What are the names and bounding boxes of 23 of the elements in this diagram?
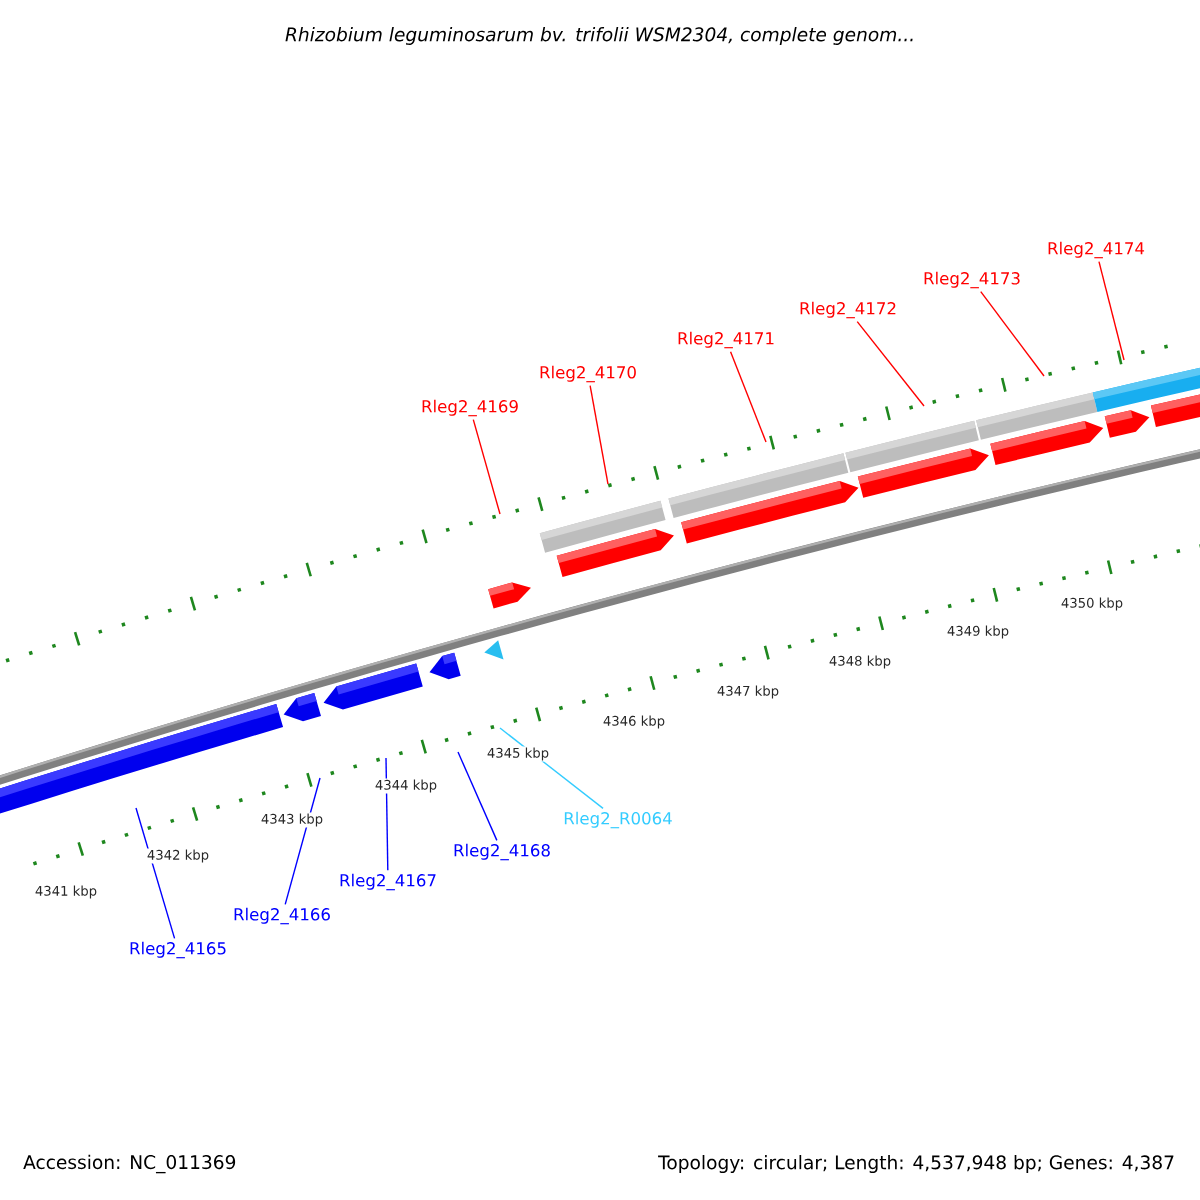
genome-info-text: Topology: circular; Length: 4,537,948 bp; Genes: 4,387	[658, 1155, 1174, 1173]
accession-text: Accession: NC_011369	[23, 1154, 236, 1174]
gene-label: Rleg2_4172	[800, 301, 896, 319]
leader-line	[284, 777, 321, 906]
leader-line	[980, 290, 1045, 377]
gene-label: Rleg2_4168	[454, 843, 550, 861]
title: Rhizobium leguminosarum bv. trifolii WSM2304, complete genom...	[285, 27, 913, 45]
leader-line	[1098, 260, 1125, 361]
gene-label: Rleg2_4166	[234, 907, 330, 925]
gene-label: Rleg2_4165	[130, 941, 226, 959]
leader-line	[729, 350, 767, 443]
gene-label: Rleg2_4170	[540, 365, 636, 383]
gene-label: Rleg2_4167	[340, 873, 436, 891]
gene-label: Rleg2_R0064	[564, 811, 672, 829]
gene-label: Rleg2_4174	[1048, 241, 1145, 259]
gene-label: Rleg2_4171	[678, 331, 774, 349]
gene-label: Rleg2_4173	[924, 271, 1020, 289]
leader-line	[457, 751, 498, 842]
leader-line	[472, 418, 501, 515]
leader-line	[385, 757, 389, 872]
gene-label: Rleg2_4169	[422, 399, 518, 417]
leader-line	[589, 384, 609, 485]
leader-line	[856, 320, 925, 407]
